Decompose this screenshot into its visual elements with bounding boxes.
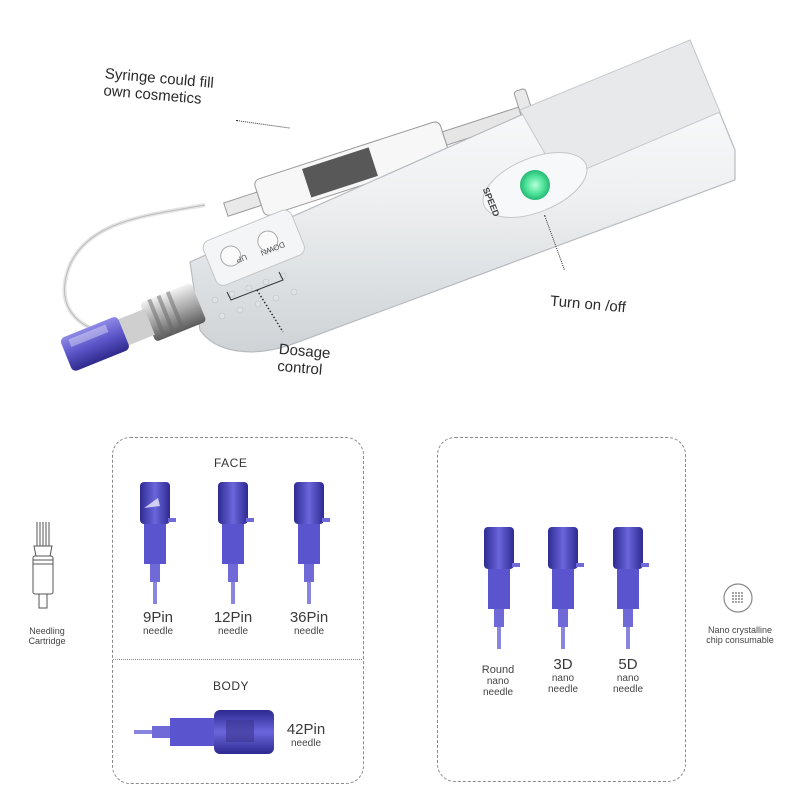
dosage-callout: Dosage control [277, 341, 331, 379]
needling-cartridge-icon [32, 522, 54, 609]
label-5d-nano-sub1: nano [616, 673, 640, 684]
label-9pin-name: 9Pin [142, 609, 174, 626]
cartridge-42pin[interactable] [130, 708, 280, 756]
device-illustration [60, 39, 736, 371]
label-42pin-name: 42Pin [286, 721, 326, 738]
needling-cartridge-label-line1: Needling [29, 626, 65, 636]
face-title: FACE [214, 456, 248, 470]
cartridge-5d-nano[interactable] [603, 525, 653, 655]
nano-chip-label: Nano crystalline chip consumable [688, 625, 792, 645]
label-12pin: 12Pin needle [203, 609, 263, 638]
label-36pin-sub: needle [293, 626, 325, 637]
label-36pin-name: 36Pin [289, 609, 329, 626]
label-3d-nano-sub2: needle [547, 684, 579, 695]
syringe [223, 88, 539, 217]
cartridge-round-nano[interactable] [474, 525, 524, 655]
label-round-nano-sub1: nano [486, 676, 510, 687]
cartridge-3d-nano[interactable] [538, 525, 588, 655]
cartridge-12pin[interactable] [208, 480, 258, 610]
label-round-nano: Round nano needle [468, 664, 528, 698]
nano-needle-panel [437, 437, 686, 782]
needling-cartridge-label-line2: Cartridge [28, 636, 66, 646]
panel-divider [113, 659, 362, 660]
label-36pin: 36Pin needle [279, 609, 339, 638]
label-5d-nano-name: 5D [618, 656, 638, 673]
nano-chip-icon [723, 583, 753, 613]
nano-chip-label-line2: chip consumable [706, 635, 774, 645]
label-42pin-sub: needle [290, 738, 322, 749]
label-5d-nano-sub2: needle [612, 684, 644, 695]
label-3d-nano: 3D nano needle [533, 656, 593, 696]
label-5d-nano: 5D nano needle [598, 656, 658, 696]
power-led [520, 170, 550, 200]
needle-cartridge [60, 283, 206, 371]
label-12pin-sub: needle [217, 626, 249, 637]
needling-cartridge-label: Needling Cartridge [12, 626, 82, 646]
label-3d-nano-sub1: nano [551, 673, 575, 684]
dosage-bracket [226, 271, 284, 333]
cartridge-36pin[interactable] [284, 480, 334, 610]
label-round-nano-sub2: needle [482, 687, 514, 698]
label-round-nano-name: Round [481, 664, 515, 676]
nano-chip-label-line1: Nano crystalline [707, 625, 773, 635]
label-12pin-name: 12Pin [213, 609, 253, 626]
cartridge-9pin[interactable] [130, 480, 180, 610]
body-title: BODY [213, 679, 250, 693]
button-panel [202, 209, 305, 286]
label-9pin-sub: needle [142, 626, 174, 637]
label-42pin: 42Pin needle [276, 721, 336, 750]
label-9pin: 9Pin needle [128, 609, 188, 638]
face-body-panel [112, 437, 364, 784]
label-3d-nano-name: 3D [553, 656, 573, 673]
